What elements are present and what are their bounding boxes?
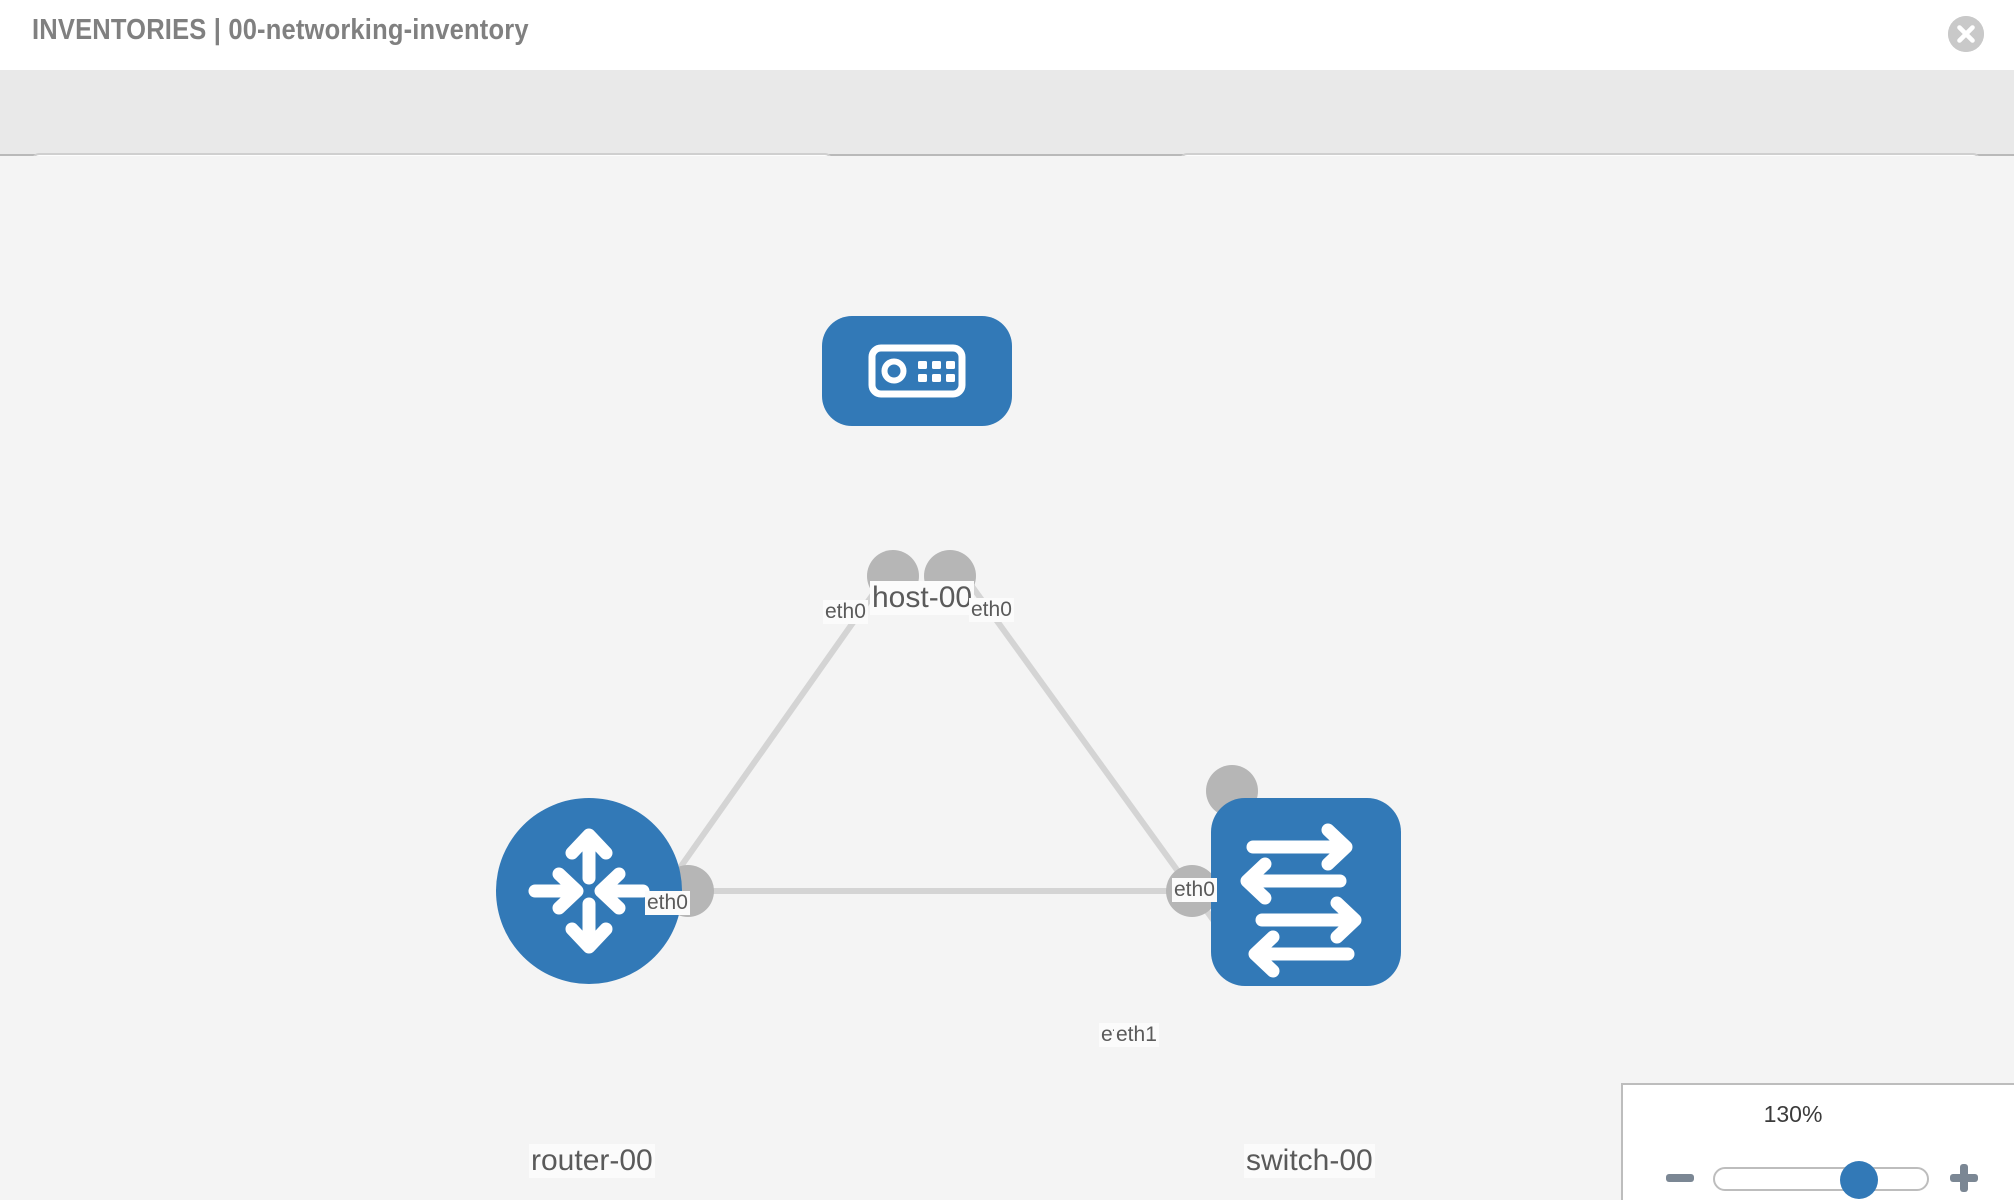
toolbar: ACTIONS SEARCH xyxy=(0,70,2014,213)
node-label-switch: switch-00 xyxy=(1244,1144,1375,1178)
close-icon[interactable] xyxy=(1948,16,1984,52)
port-label: eth1 xyxy=(1114,1023,1159,1048)
zoom-slider[interactable] xyxy=(1713,1161,1929,1199)
zoom-slider-thumb[interactable] xyxy=(1840,1161,1878,1199)
port-label: eth0 xyxy=(969,598,1014,623)
node-host-00 xyxy=(822,316,1012,426)
app-header: INVENTORIES | 00-networking-inventory xyxy=(0,0,2014,70)
node-label-host: host-00 xyxy=(870,581,975,615)
port-label: eth0 xyxy=(645,891,690,916)
switch-icon xyxy=(1240,823,1362,978)
graph-edges xyxy=(657,554,1235,948)
page-title: INVENTORIES | 00-networking-inventory xyxy=(32,14,529,46)
topology-graph xyxy=(496,316,1401,986)
zoom-level-label: 130% xyxy=(1763,1101,1823,1127)
port-label: eth0 xyxy=(1172,878,1217,903)
topology-canvas[interactable]: eth0 host-00 eth0 eth0 eth0 eth0 eth1 ro… xyxy=(0,156,2014,1200)
node-label-router: router-00 xyxy=(529,1144,655,1178)
host-icon xyxy=(868,344,966,398)
node-router-00 xyxy=(496,798,682,984)
zoom-control-panel: 130% xyxy=(1621,1083,2014,1200)
router-icon xyxy=(528,828,650,954)
node-switch-00 xyxy=(1211,798,1401,986)
port-label: eth0 xyxy=(823,600,868,625)
zoom-in-button[interactable] xyxy=(1947,1161,1981,1195)
zoom-out-button[interactable] xyxy=(1663,1161,1697,1195)
